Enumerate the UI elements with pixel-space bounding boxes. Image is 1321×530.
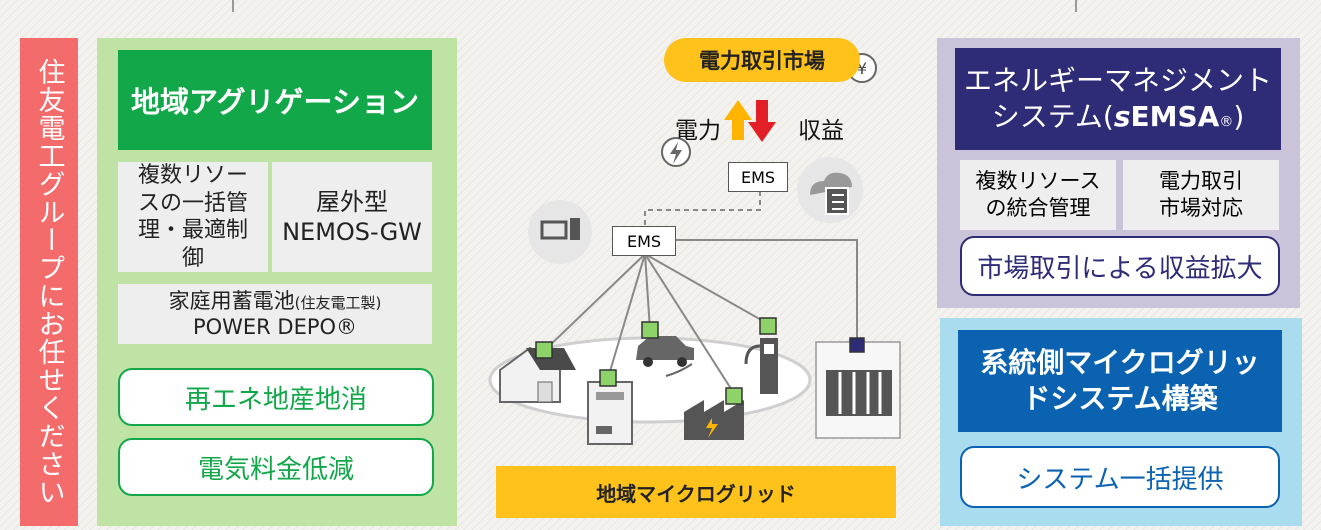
power-trade-arrows [724,100,776,142]
node-car [641,321,659,339]
integrated-management-text: 複数リソースの統合管理 [975,168,1101,220]
market-support-box: 電力取引市場対応 [1123,160,1279,230]
side-banner-text: 住友電工グループにお任せください [33,58,65,506]
ems-title-line2: システム(sEMSA®) [991,100,1245,133]
aggregation-title: 地域アグリゲーション [118,50,432,150]
ems-top-box: EMS [728,162,788,192]
node-house [535,341,553,359]
factory-icon [684,400,744,440]
revenue-label: 収益 [798,118,844,144]
battery-product: POWER DEPO® [192,315,358,339]
node-storage [849,337,865,353]
integrated-management-box: 複数リソースの統合管理 [960,160,1116,230]
top-frame [232,0,1077,12]
power-label: 電力 [675,118,721,144]
lightning-icon [661,137,691,167]
node-battery [599,369,617,387]
ev-charger-icon [744,338,778,394]
battery-label: 家庭用蓄電池 [168,288,295,313]
home-battery-box: 家庭用蓄電池(住友電工製) POWER DEPO® [118,284,432,344]
microgrid-system-title: 系統側マイクログリッドシステム構築 [958,330,1282,432]
ev-car-icon [636,336,694,377]
local-renewable-badge: 再エネ地産地消 [118,368,434,426]
ems-title: エネルギーマネジメント システム(sEMSA®) [955,48,1281,150]
microgrid-diagram: ¥ [488,53,901,445]
cost-reduction-badge: 電気料金低減 [118,438,434,496]
microgrid-system-title-text: 系統側マイクログリッドシステム構築 [980,345,1260,415]
power-market-pill: 電力取引市場 [664,38,860,82]
market-support-text: 電力取引市場対応 [1159,168,1243,220]
svg-text:¥: ¥ [857,59,867,78]
multi-resource-box: 複数リソースの一括管理・最適制御 [118,162,268,272]
system-package-badge: システム一括提供 [960,446,1280,508]
node-charger [759,317,777,335]
nemos-gw-box: 屋外型NEMOS-GW [272,162,432,272]
multi-resource-text: 複数リソースの一括管理・最適制御 [137,163,248,271]
ems-title-line1: エネルギーマネジメント [963,63,1272,97]
side-banner: 住友電工グループにお任せください [20,38,78,526]
storage-battery-icon [815,341,901,439]
node-factory [725,387,743,405]
microgrid-label: 地域マイクログリッド [496,466,896,518]
battery-unit-icon [587,381,633,445]
ems-main-box: EMS [612,226,676,256]
house-solar-icon [499,346,576,403]
nemos-gw-text: 屋外型NEMOS-GW [282,188,422,246]
battery-maker: (住友電工製) [294,293,382,312]
profit-expansion-badge: 市場取引による収益拡大 [960,236,1280,296]
computer-icon [528,200,592,264]
